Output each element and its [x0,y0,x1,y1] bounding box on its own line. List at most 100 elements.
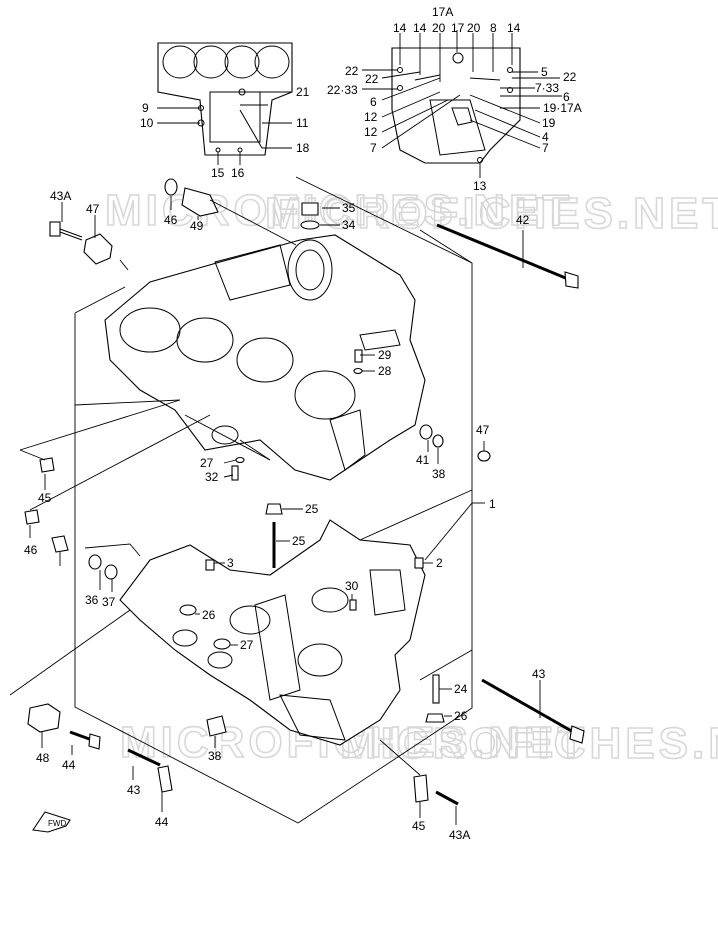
callout-14-a: 14 [393,21,407,35]
nut-25-lower-icon [425,713,445,723]
cap-46-top-icon [164,178,178,196]
callout-43a-top: 43A [50,189,71,203]
oring-35-icon [104,564,118,580]
callout-18: 18 [296,141,310,155]
fwd-label: FWD [48,819,66,828]
oring-27-right-icon [353,367,363,375]
watermark-top-right: MICROFICHES.NET [265,189,718,238]
callout-12-b: 12 [364,125,378,139]
inset-left-detail [157,42,293,156]
callout-14-b: 14 [413,21,427,35]
callout-7-a: 7 [370,141,377,155]
callout-35: 37 [102,595,116,609]
callout-44-left: 44 [155,815,169,829]
callout-19-17a: 19·17A [543,101,582,115]
callout-25-lower: 26 [454,709,468,723]
inset-right-detail [391,47,521,164]
callout-16: 16 [231,166,245,180]
callout-43a-bottom: 44 [62,758,76,772]
cap-46-right-icon [477,450,491,462]
callout-7-b: 7 [542,141,549,155]
bolt-43a-top-icon [49,221,83,241]
seal-34-icon [88,554,102,570]
callout-38: 38 [208,749,222,763]
callout-34: 36 [85,593,99,607]
plug-38-icon [206,715,227,737]
callout-5: 5 [541,65,548,79]
lower-crankcase [119,519,426,746]
callout-19: 19 [542,116,556,130]
callout-26-right: 27 [240,638,254,652]
upper-crankcase [104,234,426,481]
jet-30-icon [231,465,239,481]
seal-37-icon [419,424,433,440]
callout-25-upper: 25 [305,502,319,516]
bolt-43-left-icon [127,748,161,767]
callout-21: 21 [296,85,310,99]
callout-41: 42 [516,213,530,227]
dowel-29-icon [349,599,357,611]
callout-6-a: 6 [370,95,377,109]
callout-9: 9 [142,101,149,115]
callout-4: 4 [542,130,549,144]
fwd-arrow-icon: FWD [32,811,71,833]
callout-46-top: 46 [164,213,178,227]
callout-2: 2 [436,556,443,570]
dowel-2-icon [414,557,424,569]
callout-22-33: 22·33 [327,83,358,97]
plug-32-icon [301,202,319,216]
callout-12-a: 12 [364,110,378,124]
callout-45-upper: 45 [38,491,52,505]
assembly-outline [74,176,473,824]
stud-41-icon [436,223,569,281]
watermark-top: MICROFICHES.NET [105,186,573,235]
fitting-47-bottom-icon [27,703,61,733]
washer-36-icon [432,434,444,448]
callout-22-a: 22 [345,64,359,78]
bolt-43a-bottom-icon [69,730,93,742]
callout-6-b: 6 [563,90,570,104]
callout-47-bottom: 48 [36,751,50,765]
callout-37: 41 [416,453,430,467]
callout-7-33: 7·33 [535,81,559,95]
callout-32: 35 [342,201,356,215]
callout-17: 17 [451,21,465,35]
bolt-43a-bottom-head-icon [88,733,101,750]
callout-labels: 17A 14 14 20 17 20 8 14 22 22 22·33 6 12… [24,5,582,842]
callout-1: 1 [489,497,496,511]
bracket-44-left-icon [157,765,173,793]
switch-49-icon [51,535,69,553]
stud-42-icon [481,678,576,735]
callout-22-b: 22 [365,72,379,86]
stud-41-nut-icon [564,271,579,289]
jet-28-icon [354,349,363,363]
callout-22-c: 22 [563,70,577,84]
callout-48: 49 [190,219,204,233]
callout-15: 15 [211,166,225,180]
oring-27-mid-icon [235,456,245,464]
callout-28: 29 [378,348,392,362]
callout-44-right: 45 [412,819,426,833]
bolt-43-right-icon [435,790,459,806]
fitting-47-top-icon [83,233,113,265]
stud-42-nut-icon [569,725,585,744]
callout-20-b: 20 [467,21,481,35]
callout-27-mid: 27 [200,456,214,470]
callout-30: 32 [205,470,219,484]
callout-24: 25 [292,534,306,548]
washer-31-icon [300,220,320,230]
callout-43-left: 43 [127,783,141,797]
dowel-45-lower-icon [24,509,40,525]
dowel-3-icon [205,559,215,571]
nut-25-upper-icon [265,503,283,515]
oring-26-right-icon [213,638,231,650]
callout-3: 3 [227,556,234,570]
bracket-44-right-icon [413,774,429,803]
callout-14-c: 14 [507,21,521,35]
callout-36: 38 [432,467,446,481]
dowel-45-upper-icon [39,457,55,473]
callout-43-right: 43A [449,828,470,842]
callout-17a: 17A [432,5,453,19]
